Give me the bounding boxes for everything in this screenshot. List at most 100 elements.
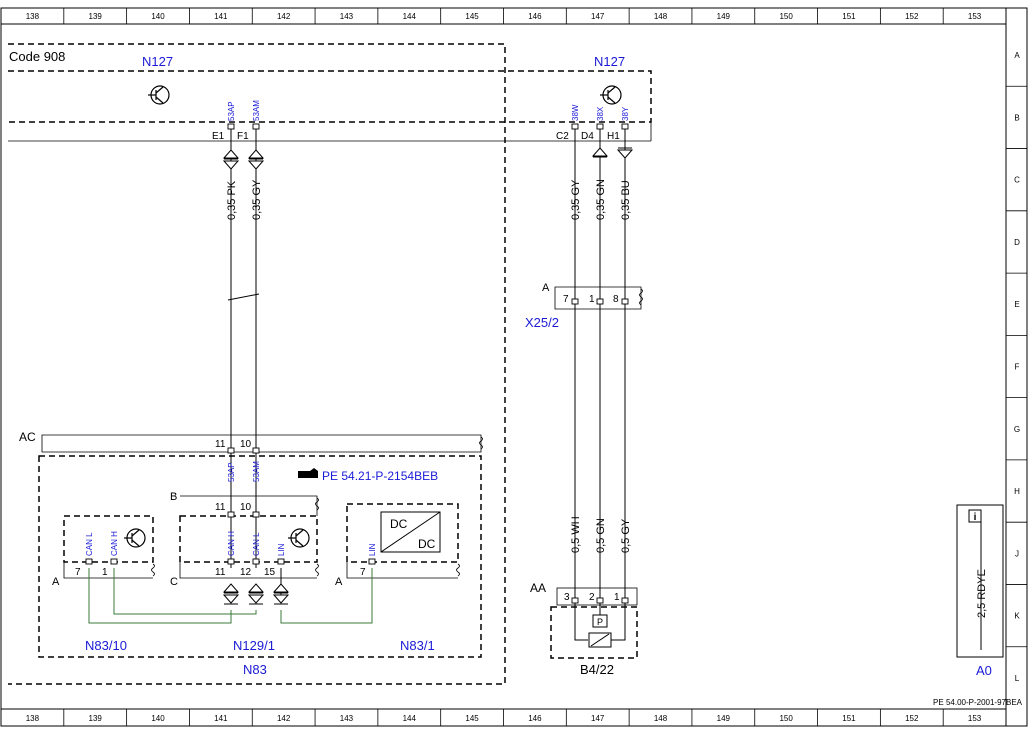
svg-text:11: 11: [215, 567, 226, 578]
column-label: 145: [465, 714, 479, 723]
column-label: 148: [654, 12, 668, 21]
column-label: 144: [403, 714, 417, 723]
lin-wire: [280, 568, 373, 624]
component-n83-1: N83/1: [400, 638, 435, 653]
component-n83: N83: [243, 662, 267, 677]
connector-n83-1-side: A: [335, 576, 343, 588]
code-label: Code 908: [9, 49, 65, 64]
pin-sockets: [85, 123, 629, 604]
plug-e1: [222, 149, 240, 170]
column-label: 143: [340, 12, 354, 21]
plug-h1: [616, 147, 634, 159]
row-label: B: [1014, 113, 1019, 122]
a-connector-n83-10: [63, 562, 153, 579]
row-label: F: [1015, 363, 1020, 372]
plug-f1: [247, 149, 265, 170]
svg-text:12: 12: [240, 567, 252, 578]
svg-text:0,35 GN: 0,35 GN: [595, 179, 607, 220]
row-label: E: [1014, 300, 1019, 309]
svg-text:11: 11: [215, 502, 226, 513]
svg-text:C2: C2: [556, 131, 569, 142]
connector-n83-10-side: A: [52, 576, 60, 588]
svg-text:i: i: [974, 512, 977, 523]
connector-x25-side: A: [542, 282, 550, 294]
svg-text:LIN: LIN: [277, 543, 286, 556]
svg-text:11: 11: [215, 439, 226, 450]
n127-enclosure: [8, 70, 652, 123]
column-label: 151: [842, 714, 856, 723]
row-label: C: [1014, 176, 1020, 185]
column-label: 146: [528, 714, 542, 723]
column-label: 140: [151, 12, 165, 21]
svg-text:0,35 BU: 0,35 BU: [620, 180, 632, 220]
svg-text:53AM: 53AM: [252, 461, 261, 482]
column-label: 153: [968, 714, 982, 723]
aa-connector-housing: [556, 587, 638, 606]
svg-text:D4: D4: [581, 131, 594, 142]
component-n127-left: N127: [142, 54, 173, 69]
transistor-icon: [148, 85, 170, 105]
svg-text:7: 7: [563, 294, 569, 305]
column-label: 141: [214, 12, 228, 21]
n83-10-box: [63, 515, 154, 563]
component-x25-2: X25/2: [525, 315, 559, 330]
x25-2-housing: [554, 286, 642, 310]
transistor-icon: [124, 528, 146, 548]
dc-label-bottom: DC: [418, 537, 436, 551]
row-label: J: [1015, 549, 1019, 558]
column-label: 142: [277, 714, 291, 723]
svg-text:3: 3: [564, 592, 570, 603]
svg-text:53AP: 53AP: [227, 462, 236, 482]
svg-text:LIN: LIN: [368, 543, 377, 556]
wire-specs: 0,35 PK 0,35 GY 0,35 GY 0,35 GN 0,35 BU …: [226, 179, 988, 618]
row-label: K: [1014, 612, 1020, 621]
connector-housings: [8, 122, 1004, 658]
n83-enclosure: [38, 455, 482, 658]
column-label: 142: [277, 12, 291, 21]
svg-text:E1: E1: [212, 131, 225, 142]
a0-fuse-box: [956, 504, 1004, 658]
column-label: 152: [905, 714, 919, 723]
svg-text:0,5 GY: 0,5 GY: [620, 518, 632, 553]
control-unit-symbols: [124, 85, 622, 548]
hand-pointer-icon: [298, 468, 318, 478]
code-908-boundary: [8, 43, 506, 685]
svg-text:15: 15: [264, 567, 276, 578]
can-bus-wiring: [88, 568, 373, 624]
svg-text:53AP: 53AP: [227, 101, 236, 121]
svg-text:7: 7: [75, 567, 81, 578]
row-label: H: [1014, 487, 1020, 496]
column-label: 149: [717, 714, 731, 723]
column-label: 145: [465, 12, 479, 21]
connector-c: C: [170, 576, 178, 588]
pressure-sensor-icon: [574, 603, 626, 648]
b-connector-housing: [180, 495, 318, 516]
svg-text:CAN L: CAN L: [85, 532, 94, 556]
svg-text:CAN H: CAN H: [110, 531, 119, 556]
column-label: 146: [528, 12, 542, 21]
row-label: L: [1015, 674, 1020, 683]
pin-numbers: E1 F1 C2 D4 H1 11 10 11 10 7 1 11 12 15 …: [75, 131, 620, 603]
column-label: 143: [340, 714, 354, 723]
column-label: 150: [779, 12, 793, 21]
column-label: 150: [779, 714, 793, 723]
column-label: 147: [591, 714, 605, 723]
n83-1-box: [346, 503, 459, 563]
signal-labels: 53AP 53AM 38W 38X 38Y 53AP 53AM CAN L CA…: [85, 100, 630, 556]
svg-text:1: 1: [614, 592, 620, 603]
svg-text:H1: H1: [607, 131, 620, 142]
dc-label-top: DC: [390, 517, 408, 531]
svg-text:7: 7: [360, 567, 366, 578]
column-label: 153: [968, 12, 982, 21]
row-label: D: [1014, 238, 1020, 247]
wire-twist-marker: [227, 293, 260, 301]
document-reference: PE 54.00-P-2001-97BEA: [933, 698, 1023, 707]
column-label: 138: [26, 714, 40, 723]
component-n83-10: N83/10: [85, 638, 127, 653]
column-label: 140: [151, 714, 165, 723]
component-n129-1: N129/1: [233, 638, 275, 653]
column-label: 151: [842, 12, 856, 21]
cross-reference: PE 54.21-P-2154BEB: [322, 469, 438, 483]
